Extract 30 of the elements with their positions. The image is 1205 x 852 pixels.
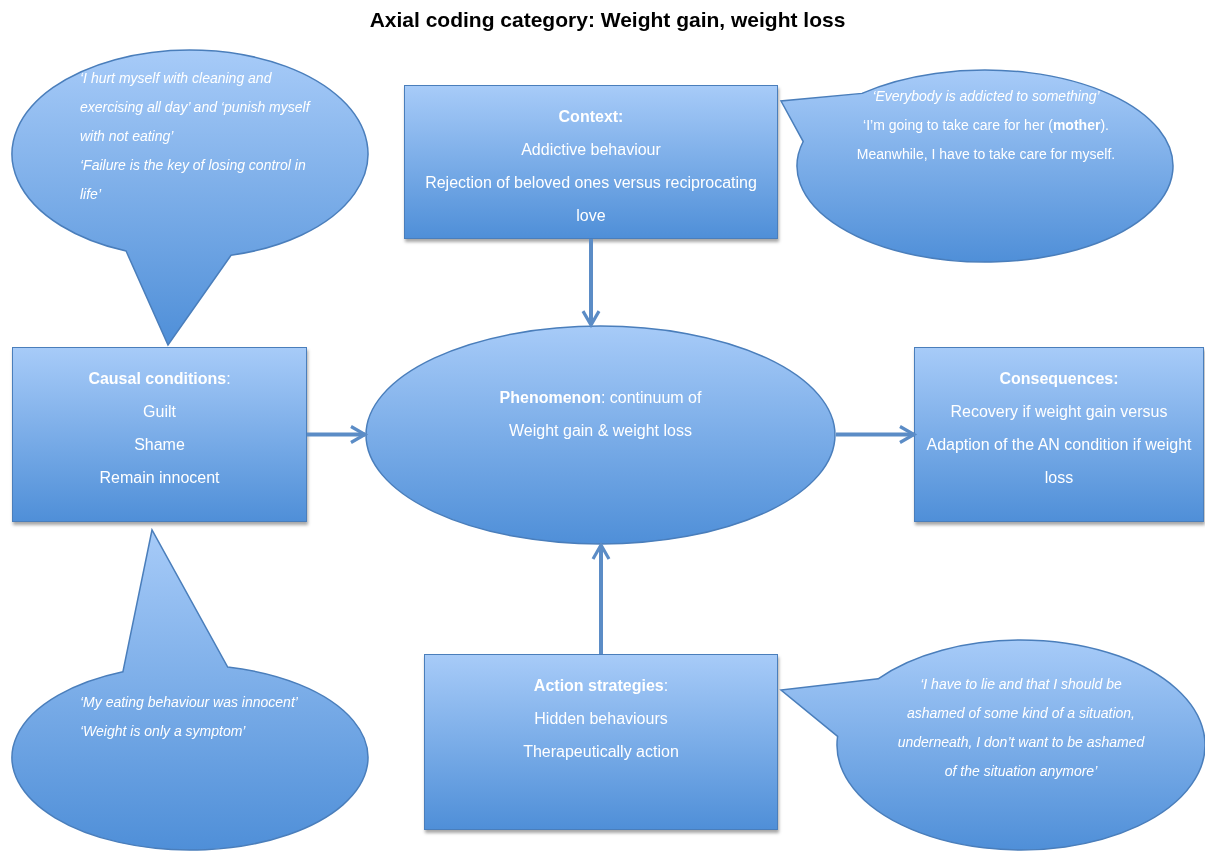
category-item: Addictive behaviour	[521, 140, 661, 160]
arrow	[591, 543, 611, 654]
category-item: Therapeutically action	[523, 742, 679, 762]
quote-text: ‘I hurt myself with cleaning and exercising all day’ and ‘punish myself with not eating’	[80, 69, 310, 146]
arrow	[581, 239, 601, 327]
category-item: Remain innocent	[99, 468, 220, 488]
arrow	[307, 424, 367, 445]
quote-text: ‘Failure is the key of losing control in life’	[80, 156, 307, 204]
quote-text: ‘I’m going to take care for her (mother). Meanwhile, I have to take care for myself.	[855, 116, 1117, 164]
category-item: Adaption of the AN condition if weight loss	[925, 435, 1193, 488]
quote-text: ‘My eating behaviour was innocent’	[80, 693, 298, 712]
category-item: Hidden behaviours	[534, 709, 668, 729]
category-item: Rejection of beloved ones versus reciprocating love	[424, 173, 758, 226]
quote-text: ‘I have to lie and that I should be ashamed of some kind of a situation, underneath, I don’t want to be ashamed of the situation anymore’	[896, 675, 1146, 781]
category-box	[914, 347, 1204, 522]
phenomenon-text: Phenomenon: continuum of Weight gain & weight loss	[498, 388, 703, 441]
arrow	[836, 424, 916, 445]
category-item: Recovery if weight gain versus	[950, 402, 1168, 422]
category-box	[404, 85, 778, 239]
category-heading: Action strategies:	[533, 676, 669, 696]
diagram-title: Axial coding category: Weight gain, weight loss	[368, 8, 847, 32]
category-heading: Context:	[558, 107, 624, 127]
category-box	[12, 347, 307, 522]
category-heading: Consequences:	[999, 369, 1119, 389]
category-item: Shame	[134, 435, 185, 455]
category-heading: Causal conditions:	[88, 369, 231, 389]
quote-text: ‘Weight is only a symptom’	[80, 722, 246, 741]
category-item: Guilt	[143, 402, 176, 422]
quote-text: ‘Everybody is addicted to something’	[872, 87, 1100, 106]
category-box	[424, 654, 778, 830]
